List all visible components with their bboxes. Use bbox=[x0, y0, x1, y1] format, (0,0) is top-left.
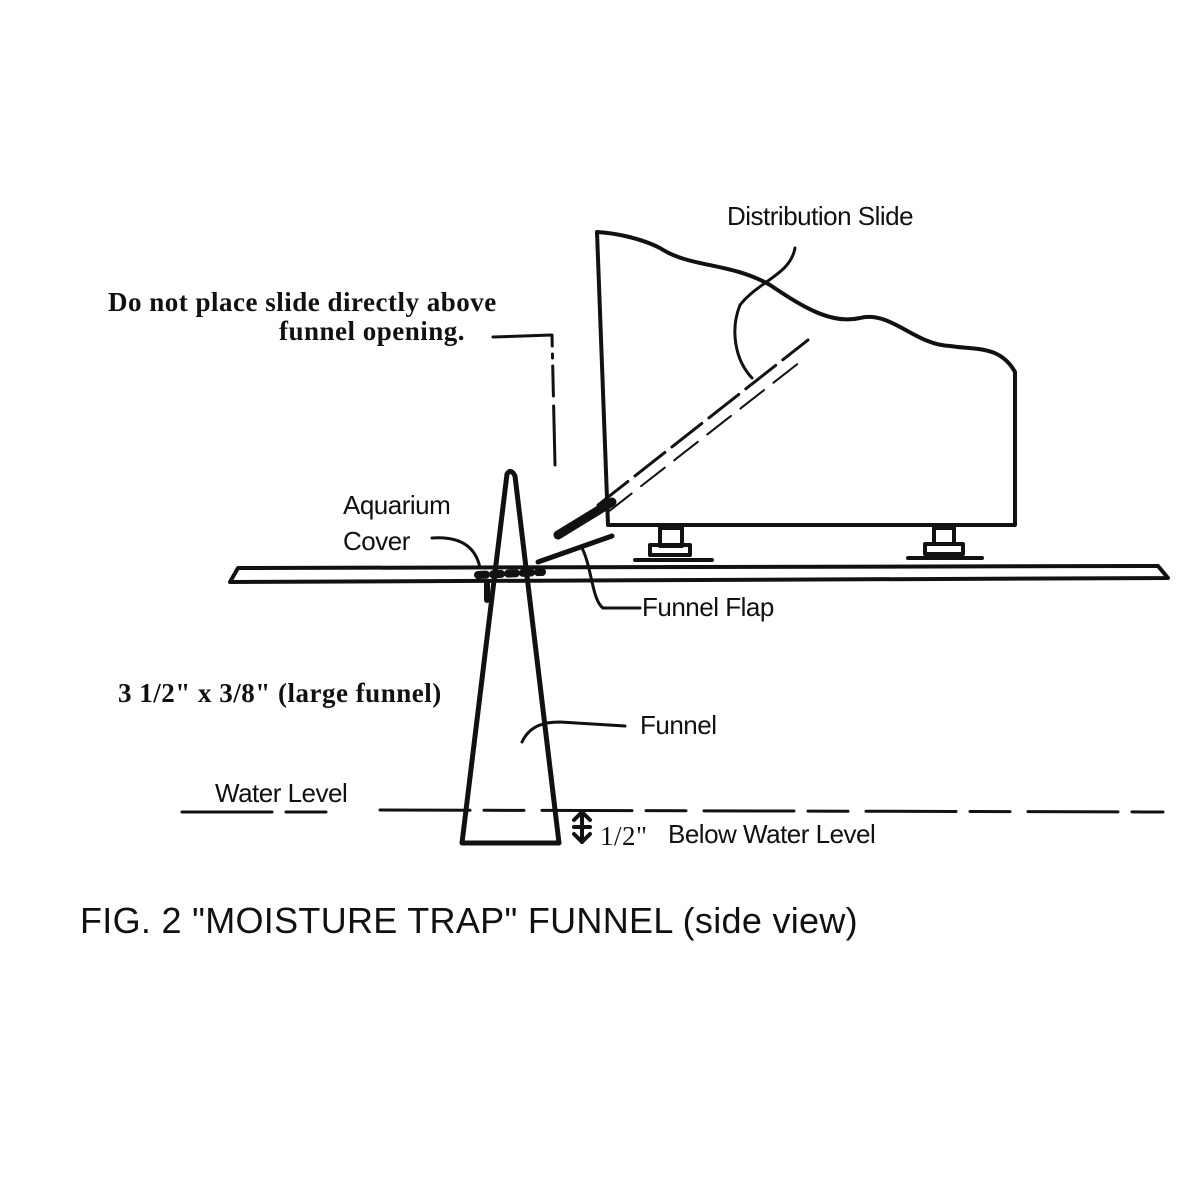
label-funnel-flap: Funnel Flap bbox=[642, 592, 774, 622]
slide-foot-left bbox=[633, 526, 714, 562]
depth-arrow bbox=[572, 810, 592, 844]
leader-distribution-slide bbox=[733, 246, 797, 380]
slide-surface-dashed-2 bbox=[607, 361, 801, 513]
funnel-flap bbox=[553, 497, 617, 540]
label-funnel-size: 3 1/2" x 3/8" (large funnel) bbox=[118, 678, 442, 708]
water-level-line bbox=[180, 808, 1165, 814]
leader-funnel-flap bbox=[580, 546, 642, 610]
label-water-level: Water Level bbox=[215, 778, 348, 808]
figure-caption: FIG. 2 "MOISTURE TRAP" FUNNEL (side view… bbox=[80, 900, 858, 941]
label-depth-value: 1/2" bbox=[600, 821, 648, 851]
funnel-outline bbox=[459, 468, 562, 846]
leader-warning bbox=[491, 333, 557, 467]
label-depth-note: Below Water Level bbox=[668, 819, 876, 849]
distribution-slide-body bbox=[595, 230, 1017, 527]
label-aquarium-cover-line1: Aquarium bbox=[343, 490, 451, 520]
label-distribution-slide: Distribution Slide bbox=[727, 201, 914, 231]
leader-aquarium-cover bbox=[430, 536, 482, 570]
leader-funnel bbox=[520, 720, 627, 744]
funnel-through-cover bbox=[474, 568, 546, 579]
label-aquarium-cover-line2: Cover bbox=[343, 526, 410, 556]
label-warning-line1: Do not place slide directly above bbox=[108, 287, 497, 317]
label-funnel: Funnel bbox=[640, 710, 717, 740]
slide-surface-dashed bbox=[596, 338, 810, 507]
label-warning-line2: funnel opening. bbox=[279, 316, 466, 346]
aquarium-cover-plate bbox=[228, 564, 1170, 584]
funnel-flap-base bbox=[535, 533, 615, 565]
slide-foot-right bbox=[906, 526, 984, 560]
